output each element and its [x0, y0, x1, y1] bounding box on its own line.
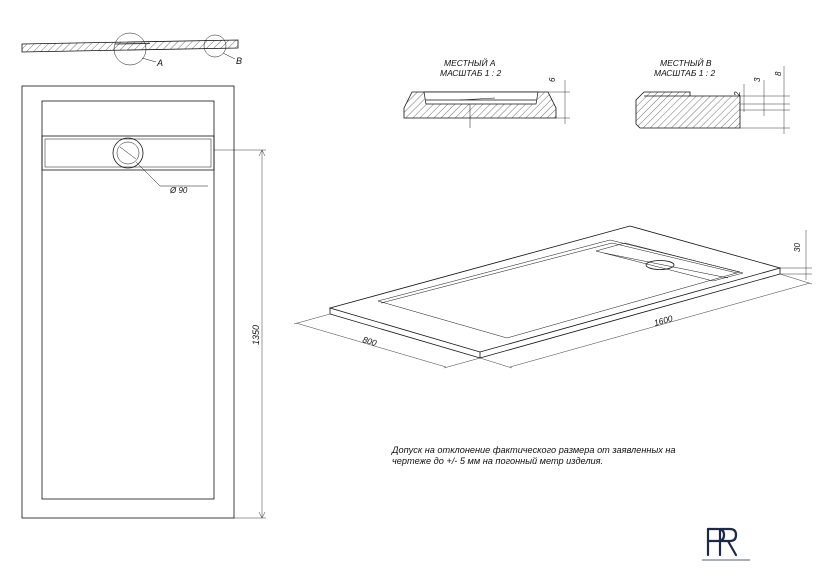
detail-b: МЕСТНЫЙ В МАСШТАБ 1 : 2 2 3 8	[635, 57, 790, 134]
detail-b-small-dimension: 2	[733, 91, 742, 97]
detail-b-large-dimension: 8	[774, 71, 783, 76]
detail-a-callout-circle	[113, 32, 147, 66]
iso-length-dimension: 1600	[653, 313, 674, 328]
detail-a-scale: МАСШТАБ 1 : 2	[440, 68, 502, 78]
tolerance-note: Допуск на отклонение фактического размер…	[392, 445, 752, 467]
detail-a-title: МЕСТНЫЙ А	[444, 57, 496, 68]
detail-a: МЕСТНЫЙ А МАСШТАБ 1 : 2 6	[403, 57, 570, 128]
side-section-view: A B	[21, 32, 242, 68]
iso-drain-icon	[645, 260, 675, 270]
drain-diameter-label: Ø 90	[169, 186, 188, 195]
detail-b-scale: МАСШТАБ 1 : 2	[654, 68, 716, 78]
detail-a-marker: A	[156, 58, 163, 68]
detail-a-height-dimension: 6	[548, 77, 557, 82]
detail-b-mid-dimension: 3	[753, 77, 762, 82]
iso-height-dimension: 30	[793, 243, 802, 252]
plan-view: Ø 90 1350	[21, 85, 266, 519]
brand-logo-icon	[702, 527, 750, 561]
detail-b-title: МЕСТНЫЙ В	[660, 57, 712, 68]
tolerance-note-line-2: чертеже до +/- 5 мм на погонный метр изд…	[392, 456, 604, 466]
detail-b-marker: B	[236, 56, 242, 66]
tolerance-note-line-1: Допуск на отклонение фактического размер…	[392, 445, 676, 455]
isometric-view: 30 800 1600	[293, 225, 813, 369]
plan-length-dimension: 1350	[251, 325, 261, 345]
drain-icon	[116, 141, 140, 165]
iso-width-dimension: 800	[361, 334, 378, 348]
detail-b-callout-circle	[203, 34, 227, 58]
